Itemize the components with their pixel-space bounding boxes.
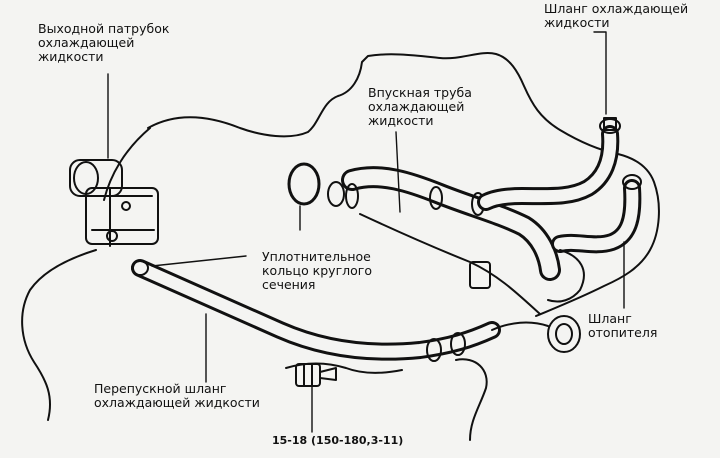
label-o-ring: Уплотнительное кольцо круглого сечения: [262, 249, 372, 292]
outlet-neck: [69, 159, 123, 197]
label-intake-pipe: Впускная труба охлаждающей жидкости: [368, 85, 472, 128]
o-ring: [287, 162, 321, 206]
label-heater-hose: Шланг отопителя: [588, 311, 658, 340]
label-coolant-hose-top: Шланг охлаждающей жидкости: [544, 1, 689, 30]
label-outlet: Выходной патрубок охлаждающей жидкости: [38, 21, 170, 64]
engine-outline-lower: [21, 127, 151, 421]
engine-outline: [147, 52, 660, 317]
bolt: [295, 363, 321, 387]
label-torque: 15-18 (150-180,3-11): [272, 434, 404, 447]
engine-outline-bottom: [285, 358, 488, 441]
label-bypass-hose: Перепускной шланг охлаждающей жидкости: [94, 381, 260, 410]
